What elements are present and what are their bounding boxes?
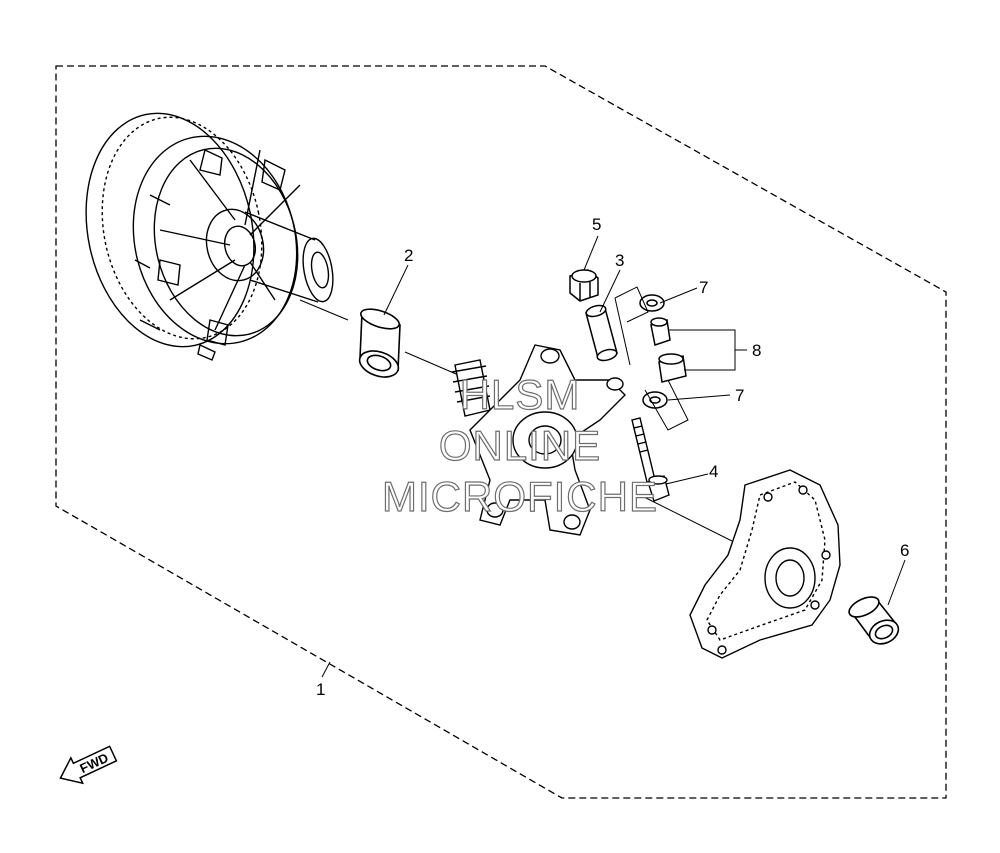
- cover-plate: [689, 469, 841, 659]
- watermark-line-2: ONLINE: [439, 422, 601, 469]
- watermark-line-1: HLSM: [460, 371, 581, 418]
- watermark-line-3: MICROFICHE: [382, 473, 658, 520]
- callout-3: 3: [615, 251, 624, 270]
- callout-2: 2: [404, 246, 413, 265]
- leader-lines: [321, 235, 906, 678]
- collar-part-3: [585, 304, 618, 362]
- nut-part-5: [569, 269, 599, 302]
- assembly-boundary: [55, 65, 947, 799]
- callout-6: 6: [900, 541, 909, 560]
- callout-7-upper: 7: [699, 278, 708, 297]
- bolt-part-4: [631, 417, 670, 502]
- bushing-part-2: [358, 308, 401, 378]
- fixed-sheave-housing: [85, 112, 334, 361]
- washer-part-7-lower: [642, 391, 668, 409]
- watermark: HLSM ONLINE MICROFICHE: [381, 370, 658, 520]
- callout-5: 5: [592, 215, 601, 234]
- callout-1: 1: [316, 680, 325, 699]
- callout-4: 4: [709, 462, 718, 481]
- fwd-arrow-icon: FWD: [59, 745, 118, 785]
- spider-assembly: [451, 344, 626, 536]
- callout-8: 8: [752, 341, 761, 360]
- fwd-label: FWD: [77, 750, 110, 776]
- bearing-part-6: [848, 596, 900, 645]
- callout-labels: 1 2 3 4 5 6 7 7 8: [316, 215, 909, 699]
- callout-7-lower: 7: [735, 386, 744, 405]
- collar-part-8-large: [658, 353, 687, 383]
- group-brackets: [614, 286, 689, 431]
- collar-part-8-small: [650, 317, 671, 346]
